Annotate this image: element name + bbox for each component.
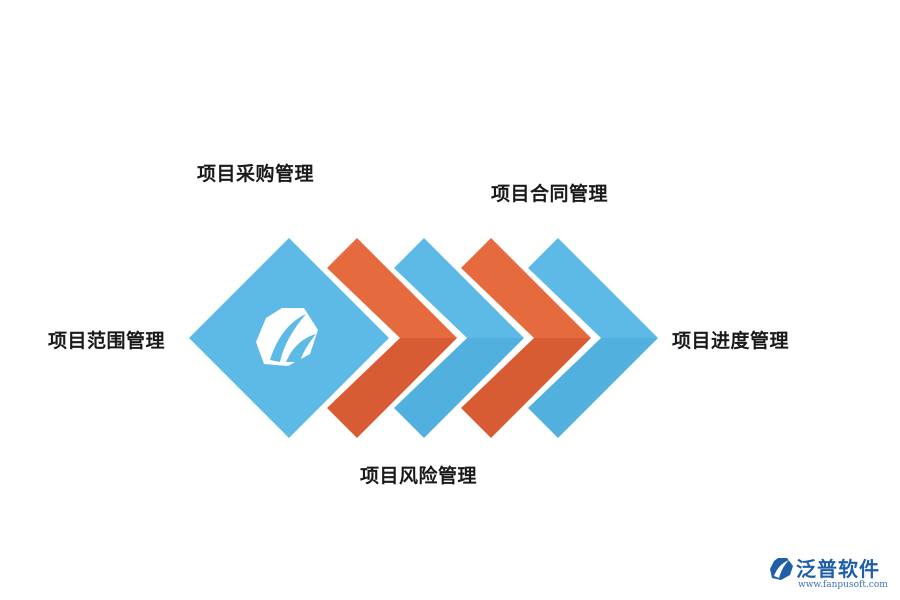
label-scope: 项目范围管理	[48, 330, 166, 352]
brand-name: 泛普软件	[796, 557, 880, 581]
chevron-arrows	[327, 238, 658, 438]
brand-logo-icon	[770, 558, 793, 580]
chevron-3-orange	[461, 238, 591, 438]
label-risk: 项目风险管理	[360, 465, 478, 487]
label-progress: 项目进度管理	[672, 330, 790, 352]
logo-icon	[256, 308, 318, 366]
label-contract: 项目合同管理	[491, 183, 609, 205]
label-procurement: 项目采购管理	[197, 163, 315, 185]
chevron-2-blue	[394, 238, 524, 438]
chevron-1-orange	[327, 238, 457, 438]
chevron-4-blue	[528, 238, 658, 438]
brand-url: www.fanpusoft.com	[798, 580, 888, 590]
watermark: 泛普软件 www.fanpusoft.com	[770, 553, 895, 598]
